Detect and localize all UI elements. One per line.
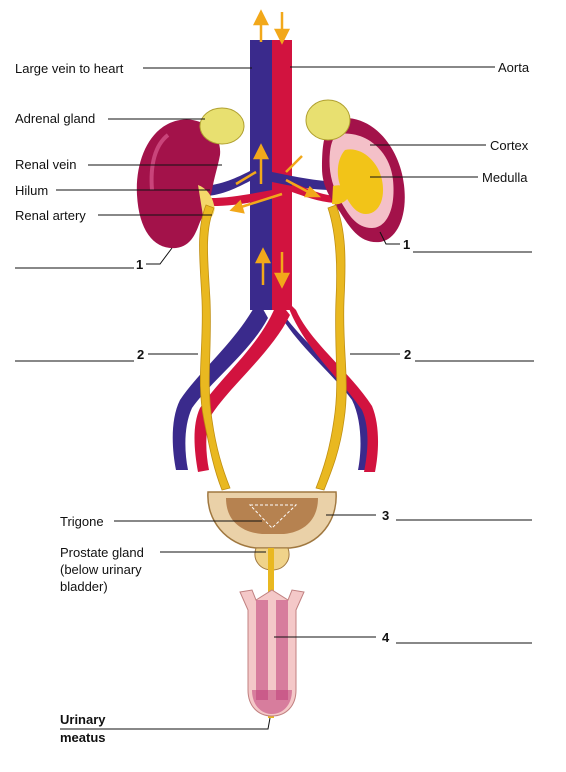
label-cortex: Cortex xyxy=(490,138,529,153)
label-prostate-gland: Prostate gland xyxy=(60,545,144,560)
label-adrenal-gland: Adrenal gland xyxy=(15,111,95,126)
left-adrenal-gland xyxy=(199,107,245,145)
label-prostate-sub2: bladder) xyxy=(60,579,108,594)
labels: Large vein to heart Aorta Adrenal gland … xyxy=(15,60,530,745)
label-renal-artery: Renal artery xyxy=(15,208,86,223)
number-bladder: 3 xyxy=(382,508,389,523)
renal-vessels xyxy=(205,170,335,206)
urinary-bladder xyxy=(207,491,337,718)
number-kidney-right: 1 xyxy=(403,237,410,252)
number-urethra: 4 xyxy=(382,630,390,645)
label-prostate-sub1: (below urinary xyxy=(60,562,142,577)
ureters xyxy=(199,204,347,491)
right-adrenal-gland xyxy=(305,99,351,141)
label-large-vein: Large vein to heart xyxy=(15,61,124,76)
label-urinary-meatus-2: meatus xyxy=(60,730,106,745)
trigone-area xyxy=(248,504,298,529)
arrow-to-vein-left xyxy=(235,170,257,186)
label-urinary-meatus-1: Urinary xyxy=(60,712,106,727)
label-trigone: Trigone xyxy=(60,514,104,529)
number-ureter-right: 2 xyxy=(404,347,411,362)
label-aorta: Aorta xyxy=(498,60,530,75)
label-hilum: Hilum xyxy=(15,183,48,198)
penis xyxy=(239,589,305,717)
iliac-vessels xyxy=(172,300,379,472)
label-medulla: Medulla xyxy=(482,170,528,185)
arrow-from-vein-right xyxy=(285,155,303,173)
number-kidney-left: 1 xyxy=(136,257,143,272)
right-kidney xyxy=(322,118,405,243)
label-renal-vein: Renal vein xyxy=(15,157,76,172)
number-ureter-left: 2 xyxy=(137,347,144,362)
leader-lines xyxy=(15,66,534,730)
arrow-from-aorta-left xyxy=(237,192,283,210)
flow-arrows xyxy=(229,9,322,289)
